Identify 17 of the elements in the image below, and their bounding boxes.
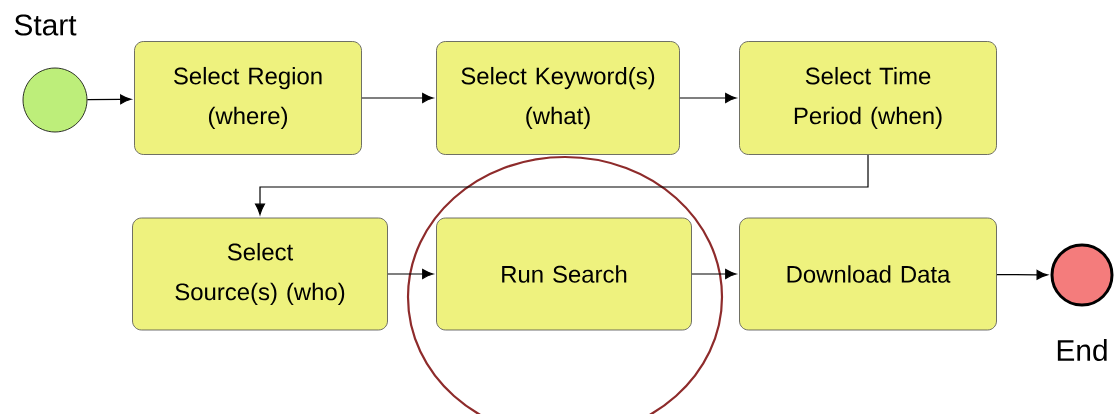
event-circle bbox=[22, 67, 88, 133]
arrow bbox=[255, 154, 869, 215]
process-box: Select Keyword(s) (what) bbox=[436, 41, 680, 155]
arrow bbox=[691, 269, 737, 279]
arrow bbox=[86, 94, 132, 105]
process-box: Select Source(s) (who) bbox=[132, 217, 388, 331]
arrow bbox=[387, 269, 434, 279]
event-label: End bbox=[1057, 339, 1107, 361]
arrow bbox=[361, 93, 434, 103]
process-box: Download Data bbox=[739, 217, 997, 331]
process-box: Select Time Period (when) bbox=[739, 41, 997, 155]
event-circle bbox=[1050, 243, 1114, 307]
arrow bbox=[679, 93, 737, 103]
process-box: Select Region (where) bbox=[134, 41, 362, 155]
arrow bbox=[996, 269, 1048, 280]
process-box: Run Search bbox=[436, 217, 692, 331]
event-label: Start bbox=[14, 14, 77, 36]
